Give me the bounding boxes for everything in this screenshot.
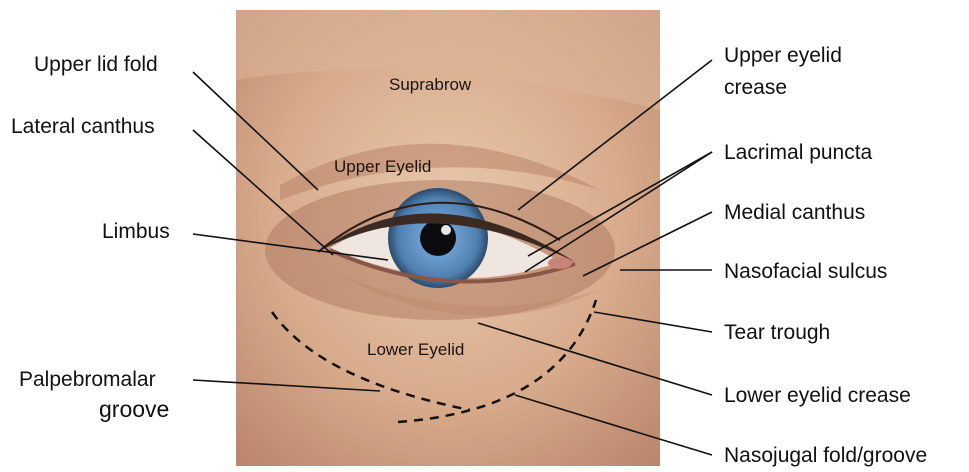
lacrimal-puncta-label: Lacrimal puncta <box>724 140 872 165</box>
upper-lid-fold-label: Upper lid fold <box>34 52 158 77</box>
upper-eyelid-crease-label-line1: Upper eyelid <box>724 43 842 68</box>
pupil <box>420 220 456 256</box>
palpebromalar-label-line1: Palpebromalar <box>19 367 156 392</box>
nasofacial-sulcus-label: Nasofacial sulcus <box>724 259 887 284</box>
upper-eyelid-label: Upper Eyelid <box>334 157 431 177</box>
upper-eyelid-crease-label-line2: crease <box>724 75 787 100</box>
lower-eyelid-label: Lower Eyelid <box>367 340 464 360</box>
suprabrow-label: Suprabrow <box>389 75 471 95</box>
tear-trough-label: Tear trough <box>724 320 830 345</box>
palpebromalar-label-line2: groove <box>99 397 169 422</box>
nasojugal-label: Nasojugal fold/groove <box>724 443 927 468</box>
lower-eyelid-crease-label: Lower eyelid crease <box>724 383 911 408</box>
lateral-canthus-label: Lateral canthus <box>11 114 155 139</box>
medial-canthus-label: Medial canthus <box>724 200 865 225</box>
limbus-label: Limbus <box>102 219 170 244</box>
